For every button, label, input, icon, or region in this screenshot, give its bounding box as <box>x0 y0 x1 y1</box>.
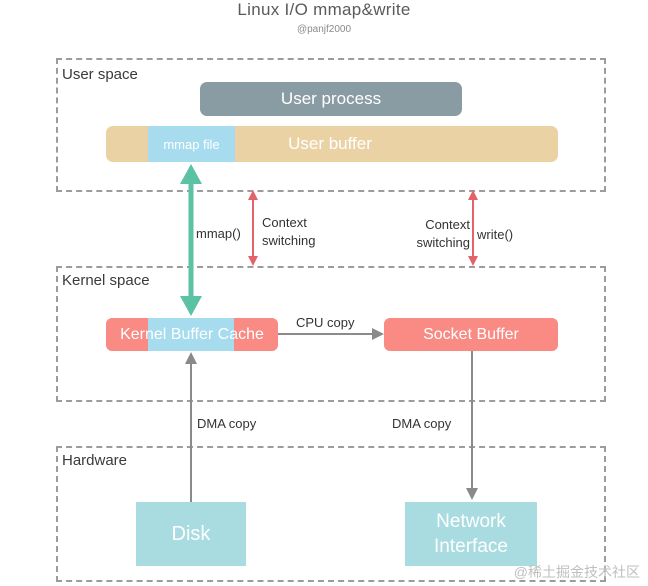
author-handle: @panjf2000 <box>296 24 352 35</box>
dma-copy-up-arrow <box>185 352 197 502</box>
hardware-region <box>56 446 606 582</box>
mmap-green-arrow <box>180 164 202 316</box>
network-interface-label: Network Interface <box>434 511 508 557</box>
kernel-space-label: Kernel space <box>62 272 150 289</box>
dma-copy-left-label: DMA copy <box>197 416 257 431</box>
socket-buffer-box: Socket Buffer <box>384 318 558 351</box>
network-interface-box: Network Interface <box>405 502 537 566</box>
kernel-buffer-cache-label: Kernel Buffer Cache <box>120 325 264 343</box>
user-space-region <box>56 58 606 192</box>
kernel-space-region <box>56 266 606 402</box>
socket-buffer-label: Socket Buffer <box>423 325 519 343</box>
mmap-file-label: mmap file <box>163 136 220 152</box>
context-switch-right-arrow <box>468 190 478 266</box>
cpu-copy-label: CPU copy <box>296 315 355 330</box>
dma-copy-down-arrow <box>466 351 478 500</box>
cpu-copy-arrow <box>278 328 384 340</box>
mmap-call-label: mmap() <box>196 226 241 241</box>
user-space-label: User space <box>62 66 138 83</box>
context-switching-left-label: Context switching <box>262 215 316 248</box>
user-buffer-label: User buffer <box>288 134 372 153</box>
kernel-buffer-cache-text-wrap: Kernel Buffer Cache <box>106 318 278 351</box>
dma-copy-right-label: DMA copy <box>392 416 452 431</box>
hardware-label: Hardware <box>62 452 128 469</box>
write-call-label: write() <box>477 227 514 242</box>
diagram-title: Linux I/O mmap&write <box>237 0 411 19</box>
watermark-text: @稀土掘金技术社区 <box>513 564 640 580</box>
disk-label: Disk <box>171 522 211 545</box>
mmap-file-segment: mmap file <box>148 126 235 162</box>
user-process-label: User process <box>280 89 382 108</box>
context-switch-left-arrow <box>248 190 258 266</box>
kernel-buffer-cache-mapped-segment <box>148 318 234 351</box>
user-buffer-text-wrap: User buffer <box>235 126 425 162</box>
disk-box: Disk <box>136 502 246 566</box>
user-process-box: User process <box>200 82 462 116</box>
context-switching-right-label: Context switching <box>416 217 470 250</box>
